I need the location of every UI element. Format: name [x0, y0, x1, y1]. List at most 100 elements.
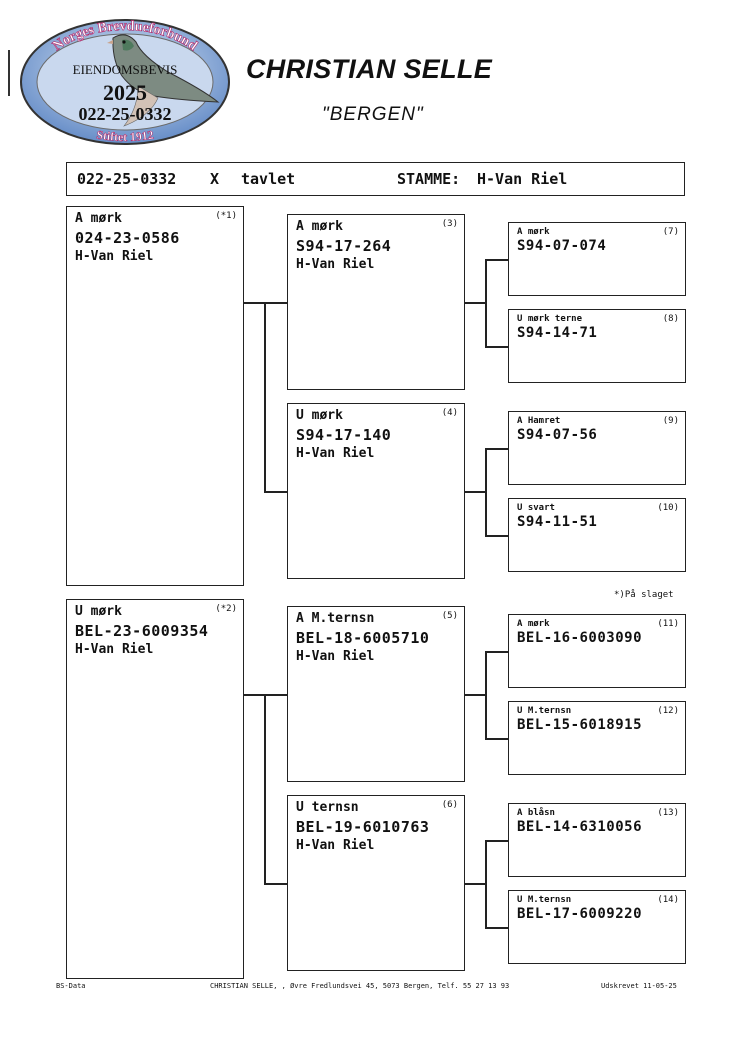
- connector-line: [264, 491, 287, 493]
- ancestor-sex-color: U svart: [517, 503, 555, 513]
- grandparent-ring: BEL-18-6005710: [296, 629, 430, 647]
- connector-line: [264, 694, 287, 696]
- ancestor-ring: S94-11-51: [517, 514, 598, 530]
- connector-line: [485, 927, 508, 929]
- on-loft-note: *)På slaget: [614, 590, 674, 600]
- grandparent-sex-color: A M.ternsn: [296, 611, 375, 626]
- grandparent-ring: BEL-19-6010763: [296, 818, 430, 836]
- sire-box: A mørk (*1) 024-23-0586 H-Van Riel: [66, 206, 244, 586]
- ancestor-sex-color: U M.ternsn: [517, 706, 572, 716]
- connector-line: [485, 840, 508, 842]
- ancestor-number: (9): [662, 416, 679, 426]
- dam-ring: BEL-23-6009354: [75, 622, 209, 640]
- ancestor-number: (14): [657, 895, 679, 905]
- connector-line: [485, 651, 487, 739]
- club-seal-logo: Norges Brevdueforbund EIENDOMSBEVIS 2025…: [20, 19, 230, 145]
- grandparent-ring: S94-17-264: [296, 237, 392, 255]
- grandparent-sex-color: U mørk: [296, 408, 343, 423]
- svg-text:Stiftet 1912: Stiftet 1912: [96, 128, 155, 145]
- connector-line: [485, 535, 508, 537]
- grandparent-box-5: A M.ternsn (5) BEL-18-6005710 H-Van Riel: [287, 606, 465, 782]
- ancestor-sex-color: U M.ternsn: [517, 895, 572, 905]
- dam-sex-color: U mørk: [75, 604, 122, 619]
- ancestor-ring: BEL-14-6310056: [517, 819, 643, 835]
- grandparent-box-6: U ternsn (6) BEL-19-6010763 H-Van Riel: [287, 795, 465, 971]
- seal-ring-number: 022-25-0332: [79, 104, 172, 124]
- header-sex-mark: X: [210, 170, 220, 188]
- ancestor-ring: S94-07-074: [517, 238, 607, 254]
- dam-strain: H-Van Riel: [75, 642, 154, 657]
- connector-line: [485, 448, 508, 450]
- header-strain: H-Van Riel: [477, 170, 568, 188]
- connector-line: [485, 346, 508, 348]
- pigeon-icon: [107, 34, 220, 127]
- ancestor-sex-color: A blåsn: [517, 808, 555, 818]
- seal-year: 2025: [103, 80, 147, 105]
- connector-line: [485, 738, 508, 740]
- ancestor-ring: BEL-15-6018915: [517, 717, 643, 733]
- dam-number: (*2): [215, 604, 237, 614]
- grandparent-ring: S94-17-140: [296, 426, 392, 444]
- ancestor-ring: S94-14-71: [517, 325, 598, 341]
- connector-line: [264, 302, 287, 304]
- header-strain-label: STAMME:: [397, 170, 461, 188]
- scan-artifact-line: [8, 50, 10, 96]
- great-grandparent-box-9: A Hamret (9) S94-07-56: [508, 411, 686, 485]
- footer-owner-address: CHRISTIAN SELLE, , Øvre Fredlundsvei 45,…: [210, 982, 510, 990]
- grandparent-number: (6): [441, 800, 458, 810]
- sire-number: (*1): [215, 211, 237, 221]
- seal-doc-type: EIENDOMSBEVIS: [73, 62, 178, 77]
- ancestor-number: (8): [662, 314, 679, 324]
- ancestor-number: (12): [657, 706, 679, 716]
- dam-box: U mørk (*2) BEL-23-6009354 H-Van Riel: [66, 599, 244, 979]
- grandparent-number: (4): [441, 408, 458, 418]
- great-grandparent-box-11: A mørk (11) BEL-16-6003090: [508, 614, 686, 688]
- ancestor-ring: S94-07-56: [517, 427, 598, 443]
- great-grandparent-box-12: U M.ternsn (12) BEL-15-6018915: [508, 701, 686, 775]
- grandparent-sex-color: U ternsn: [296, 800, 359, 815]
- ancestor-number: (11): [657, 619, 679, 629]
- grandparent-strain: H-Van Riel: [296, 257, 375, 272]
- ancestor-number: (10): [657, 503, 679, 513]
- great-grandparent-box-8: U mørk terne (8) S94-14-71: [508, 309, 686, 383]
- connector-line: [244, 302, 265, 304]
- ancestor-sex-color: U mørk terne: [517, 314, 583, 324]
- great-grandparent-box-13: A blåsn (13) BEL-14-6310056: [508, 803, 686, 877]
- connector-line: [244, 694, 265, 696]
- seal-founded-text: Stiftet 1912: [95, 127, 154, 144]
- great-grandparent-box-10: U svart (10) S94-11-51: [508, 498, 686, 572]
- grandparent-sex-color: A mørk: [296, 219, 343, 234]
- great-grandparent-box-7: A mørk (7) S94-07-074: [508, 222, 686, 296]
- grandparent-strain: H-Van Riel: [296, 649, 375, 664]
- grandparent-box-4: U mørk (4) S94-17-140 H-Van Riel: [287, 403, 465, 579]
- grandparent-box-3: A mørk (3) S94-17-264 H-Van Riel: [287, 214, 465, 390]
- ancestor-ring: BEL-16-6003090: [517, 630, 643, 646]
- sire-strain: H-Van Riel: [75, 249, 154, 264]
- connector-line: [485, 259, 508, 261]
- connector-line: [465, 883, 486, 885]
- sire-ring: 024-23-0586: [75, 229, 180, 247]
- header-color: tavlet: [241, 170, 296, 188]
- connector-line: [485, 448, 487, 536]
- connector-line: [264, 694, 266, 884]
- connector-line: [264, 883, 287, 885]
- footer-software: BS-Data: [56, 982, 86, 990]
- connector-line: [485, 259, 487, 347]
- pedigree-header: 022-25-0332 X tavlet STAMME: H-Van Riel: [66, 162, 685, 196]
- connector-line: [485, 651, 508, 653]
- connector-line: [465, 694, 486, 696]
- connector-line: [264, 302, 266, 492]
- grandparent-number: (5): [441, 611, 458, 621]
- ancestor-sex-color: A mørk: [517, 619, 550, 629]
- great-grandparent-box-14: U M.ternsn (14) BEL-17-6009220: [508, 890, 686, 964]
- ancestor-sex-color: A mørk: [517, 227, 550, 237]
- ancestor-number: (13): [657, 808, 679, 818]
- ancestor-number: (7): [662, 227, 679, 237]
- ancestor-sex-color: A Hamret: [517, 416, 561, 426]
- connector-line: [465, 302, 486, 304]
- owner-city: "BERGEN": [322, 104, 424, 125]
- footer-print-date: Udskrevet 11-05-25: [601, 982, 677, 990]
- grandparent-number: (3): [441, 219, 458, 229]
- header-ring: 022-25-0332: [77, 170, 177, 188]
- sire-sex-color: A mørk: [75, 211, 122, 226]
